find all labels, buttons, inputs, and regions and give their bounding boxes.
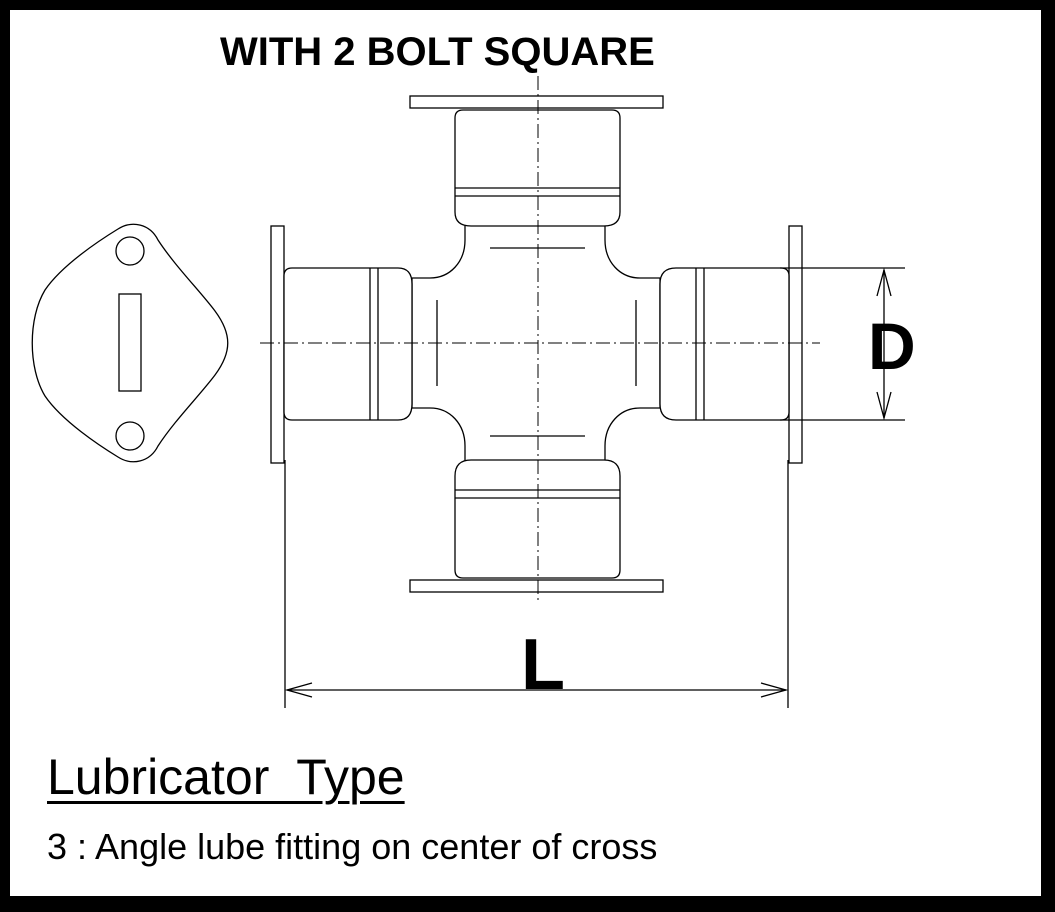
dimension-d-label: D: [868, 309, 916, 383]
strap-top: [409, 95, 664, 109]
flange-right: [788, 225, 803, 464]
lubricator-type-description: 3 : Angle lube fitting on center of cros…: [47, 826, 658, 867]
lubricator-type-heading: Lubricator Type: [47, 749, 405, 805]
dimension-d-arrow-bottom: [876, 391, 892, 421]
cup-right-body: [659, 267, 790, 421]
strap-bottom: [409, 579, 664, 593]
dimension-l: [284, 460, 789, 708]
flange-outline: [31, 223, 229, 463]
bolt-hole-top: [115, 236, 145, 266]
bolt-flange-side-view: [31, 223, 229, 463]
cup-left-body: [283, 267, 413, 421]
bearing-cup-left: [270, 225, 413, 464]
bearing-slot: [118, 293, 142, 392]
cross-body: [411, 222, 661, 463]
drawing-title: WITH 2 BOLT SQUARE: [220, 30, 655, 74]
bearing-cup-right: [659, 225, 803, 464]
dimension-d-arrow-top: [876, 267, 892, 297]
flange-left: [270, 225, 285, 464]
cross-outline: [411, 222, 661, 463]
dimension-l-arrow-left: [284, 682, 313, 698]
dimension-l-label: L: [521, 625, 565, 705]
bearing-cup-bottom: [409, 459, 664, 593]
bearing-cup-top: [409, 95, 664, 227]
bolt-hole-bottom: [115, 421, 145, 451]
dimension-l-arrow-right: [760, 682, 789, 698]
dimension-d: [780, 267, 905, 421]
